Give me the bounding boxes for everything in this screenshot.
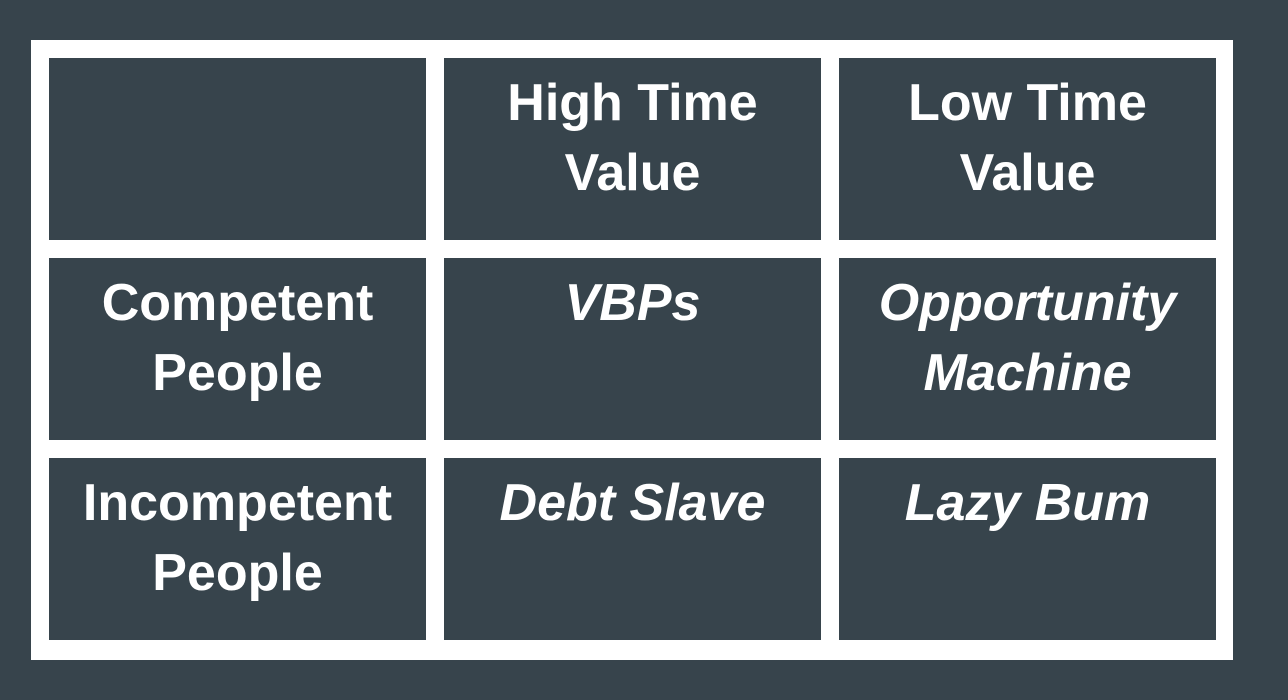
quadrant-opportunity-machine: Opportunity Machine: [839, 258, 1216, 440]
row-header-incompetent-people: Incompetent People: [49, 458, 426, 640]
row-header-line: Competent: [101, 274, 374, 332]
quadrant-label: VBPs: [564, 274, 701, 332]
row-header-competent-people: Competent People: [49, 258, 426, 440]
quadrant-label: Opportunity: [878, 274, 1177, 332]
column-header-line: Value: [564, 144, 701, 202]
quadrant-label: Debt Slave: [499, 474, 766, 532]
column-header-high-time-value: High Time Value: [444, 58, 821, 240]
column-header-line: Low Time: [908, 74, 1147, 132]
column-header-line: Value: [959, 144, 1096, 202]
column-header-low-time-value: Low Time Value: [839, 58, 1216, 240]
matrix-grid: High Time Value Low Time Value Competent…: [31, 40, 1233, 660]
row-header-line: Incompetent: [82, 474, 393, 532]
quadrant-label: Lazy Bum: [904, 474, 1151, 532]
column-header-line: High Time: [507, 74, 758, 132]
row-header-line: People: [152, 344, 323, 402]
quadrant-lazy-bum: Lazy Bum: [839, 458, 1216, 640]
quadrant-vbps: VBPs: [444, 258, 821, 440]
corner-cell: [49, 58, 426, 240]
quadrant-debt-slave: Debt Slave: [444, 458, 821, 640]
row-header-line: People: [152, 544, 323, 602]
quadrant-label: Machine: [923, 344, 1132, 402]
